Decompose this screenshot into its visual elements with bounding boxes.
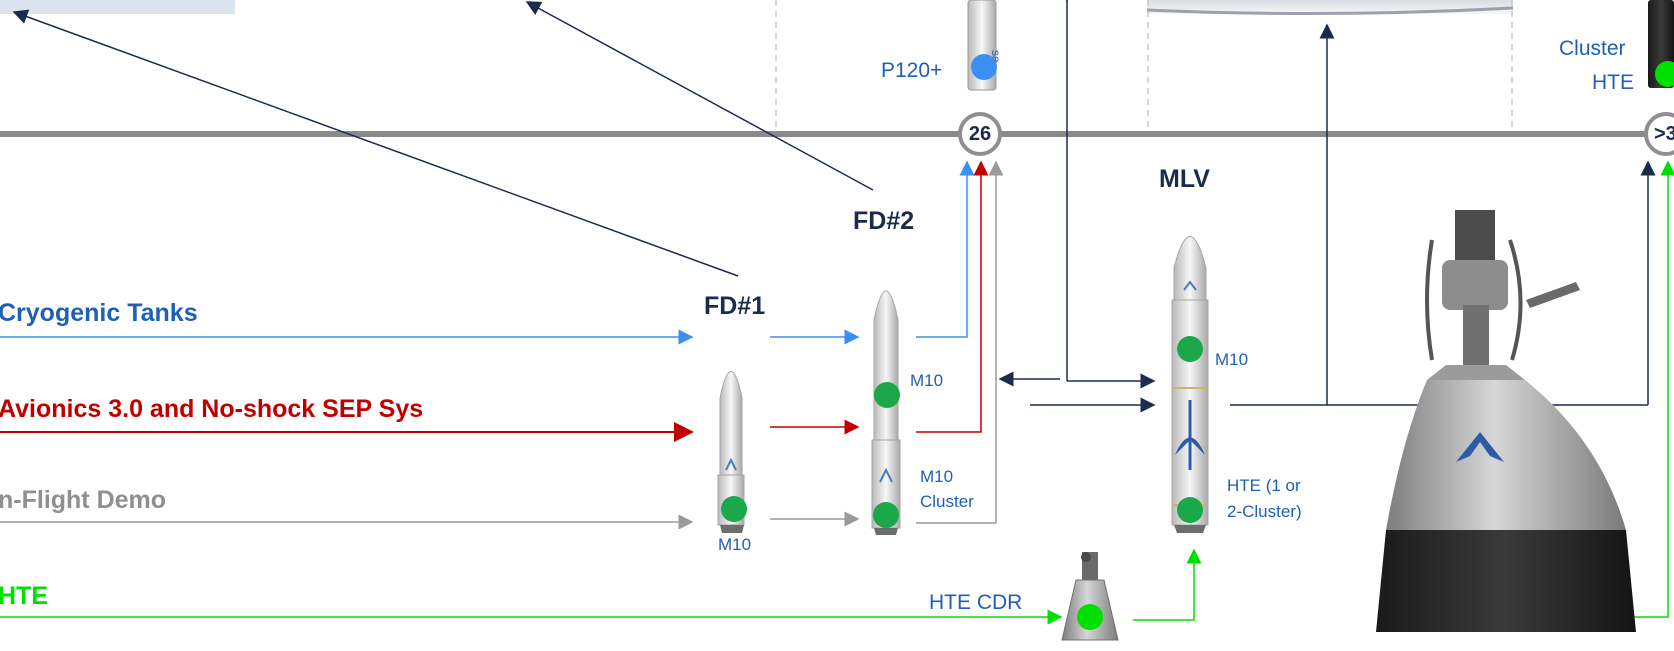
track-label-hte: HTE bbox=[0, 582, 48, 611]
label-p120: P120+ bbox=[881, 59, 942, 83]
label-cluster: Cluster bbox=[1559, 37, 1626, 61]
track-label-inflight-demo: n-Flight Demo bbox=[0, 486, 166, 515]
fd1-m10-status-dot bbox=[721, 496, 747, 522]
large-engine-image bbox=[1376, 210, 1636, 632]
label-fd2-m10-cluster-1: M10 bbox=[920, 467, 953, 487]
label-mlv-hte-2: 2-Cluster) bbox=[1227, 502, 1302, 522]
vehicle-title-fd2: FD#2 bbox=[853, 207, 914, 236]
mlv-rocket-image bbox=[1172, 237, 1208, 534]
fd2-cluster-status-dot bbox=[873, 502, 899, 528]
fd2-rocket-image bbox=[872, 291, 900, 535]
track-label-avionics: Avionics 3.0 and No-shock SEP Sys bbox=[0, 395, 423, 424]
milestone-26: 26 bbox=[958, 112, 1002, 156]
timeline-bar bbox=[0, 131, 1674, 137]
vehicle-title-mlv: MLV bbox=[1159, 165, 1210, 194]
milestone-gt3-label: >3 bbox=[1654, 123, 1674, 146]
mlv-m10-status-dot bbox=[1177, 336, 1203, 362]
hte-cdr-status-dot bbox=[1077, 604, 1103, 630]
top-left-image-fragment bbox=[0, 0, 235, 14]
label-fd2-m10-cluster-2: Cluster bbox=[920, 492, 974, 512]
milestone-26-label: 26 bbox=[969, 123, 991, 146]
label-mlv-hte-1: HTE (1 or bbox=[1227, 476, 1301, 496]
p120-status-dot bbox=[971, 54, 997, 80]
label-fd1-m10: M10 bbox=[718, 535, 751, 555]
label-hte-cdr: HTE CDR bbox=[929, 591, 1022, 615]
label-cluster-hte: HTE bbox=[1592, 71, 1634, 95]
fd2-m10-status-dot bbox=[874, 382, 900, 408]
track-label-cryogenic-tanks: Cryogenic Tanks bbox=[0, 299, 198, 328]
label-mlv-m10: M10 bbox=[1215, 350, 1248, 370]
label-fd2-m10: M10 bbox=[910, 371, 943, 391]
vehicle-title-fd1: FD#1 bbox=[704, 292, 765, 321]
mlv-hte-status-dot bbox=[1177, 497, 1203, 523]
